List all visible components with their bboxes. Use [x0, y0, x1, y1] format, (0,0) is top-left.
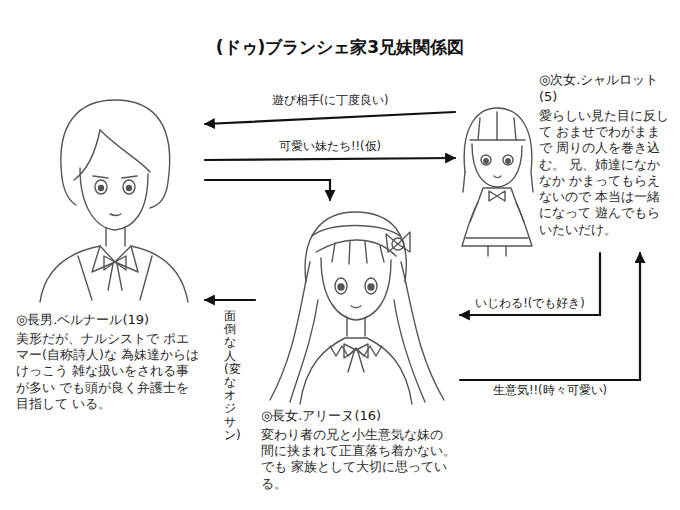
- brother-figure-stroke: [62, 178, 76, 205]
- sister-aline-figure-stroke: [380, 246, 384, 262]
- sister-aline-figure-stroke: [316, 240, 396, 256]
- sister-charlotte-figure-stroke: [472, 144, 522, 187]
- sister-charlotte-figure-stroke: [494, 176, 501, 178]
- relation-arrow: [460, 253, 640, 380]
- character-node: ◎長男.ベルナール(19) 美形だが、ナルシストで ポエマー(自称詩人)な 為妹達…: [10, 90, 205, 416]
- brother-figure-stroke: [92, 246, 138, 272]
- brother-figure-stroke: [110, 214, 121, 216]
- sister-aline-figure-stroke: [401, 262, 444, 400]
- sister-aline-figure-stroke: [368, 284, 374, 290]
- character-name: ◎長女.アリーヌ(16): [261, 408, 456, 425]
- relation-arrow: [205, 299, 255, 301]
- brother-figure-stroke: [80, 168, 148, 230]
- sister-charlotte-figure-stroke: [470, 202, 478, 222]
- sister-charlotte-figure-stroke: [489, 191, 497, 201]
- character-name: ◎長男.ベルナール(19): [16, 312, 201, 329]
- brother-figure-stroke: [61, 100, 170, 208]
- sister-aline-figure: [270, 212, 444, 404]
- character-description: 変わり者の兄と小生意気な妹の 間に挟まれて正直落ち着かない。でも 家族として大切…: [261, 427, 456, 492]
- sister-aline-figure-stroke: [335, 278, 347, 294]
- sister-aline-figure-stroke: [365, 242, 367, 263]
- sister-aline-figure-stroke: [349, 241, 350, 264]
- sister-charlotte-figure-stroke: [496, 112, 497, 140]
- sister-charlotte-figure-stroke: [516, 202, 524, 222]
- brother-figure-stroke: [93, 176, 108, 178]
- brother-figure-stroke: [104, 256, 115, 270]
- sister-aline-figure-stroke: [365, 278, 377, 294]
- brother-figure-stroke: [115, 256, 126, 270]
- relation-label: いじわる!(でも好き): [473, 297, 587, 311]
- sister-aline-figure-stroke: [332, 243, 335, 262]
- character-node: ◎長女.アリーヌ(16) 変わり者の兄と小生意気な妹の 間に挟まれて正直落ち着かな…: [255, 200, 460, 496]
- brother-figure-stroke: [117, 264, 122, 290]
- brother-figure-stroke: [95, 180, 107, 194]
- relation-label: 生意気!!(時々可愛い): [491, 384, 609, 398]
- brother-figure-stroke: [123, 180, 135, 194]
- sister-charlotte-figure-stroke: [478, 118, 480, 140]
- brother-figure-stroke: [108, 264, 113, 290]
- brother-figure-stroke: [78, 256, 92, 300]
- sister-aline-figure-stroke: [344, 344, 356, 358]
- sister-aline-figure-stroke: [270, 262, 310, 400]
- relation-arrow: [205, 112, 455, 124]
- brother-figure-stroke: [99, 186, 104, 191]
- brother-figure-stroke: [40, 246, 188, 302]
- sister-aline-figure-stroke: [338, 284, 344, 290]
- brother-figure-stroke: [140, 256, 152, 300]
- sister-aline-figure-stroke: [321, 258, 391, 320]
- relation-label: 遊び相手(に丁度良い): [270, 94, 391, 108]
- relation-arrow: [205, 180, 330, 200]
- relation-arrow: [205, 158, 455, 160]
- sister-aline-figure-stroke: [356, 344, 368, 358]
- sister-aline-figure-stroke: [346, 318, 347, 336]
- sister-charlotte-figure-stroke: [514, 118, 516, 140]
- character-node: ◎次女.シャルロット(5)愛らしい見た目に反して おませでわがままで 周りの人を…: [455, 68, 673, 253]
- sister-aline-figure-stroke: [300, 338, 412, 404]
- sister-aline-figure-stroke: [330, 346, 382, 356]
- brother-figure-stroke: [100, 130, 150, 172]
- brother-figure: [40, 100, 188, 302]
- sister-charlotte-figure-stroke: [505, 246, 506, 256]
- character-description: 愛らしい見た目に反して おませでわがままで 周りの人を巻き込む。 兄、姉達になか…: [539, 108, 669, 238]
- brother-figure-stroke: [74, 130, 100, 180]
- character-name: ◎次女.シャルロット(5): [539, 72, 669, 106]
- character-description: 美形だが、ナルシストで ポエマー(自称詩人)な 為妹達からはけっこう 雑な扱いを…: [16, 331, 201, 412]
- sister-aline-figure-stroke: [394, 300, 425, 402]
- sister-aline-figure-stroke: [386, 234, 398, 252]
- sister-aline-figure-stroke: [398, 232, 410, 252]
- relation-arrow: [460, 253, 600, 315]
- brother-figure-stroke: [122, 176, 137, 178]
- brother-figure-stroke: [105, 228, 106, 246]
- sister-charlotte-figure-stroke: [487, 246, 488, 256]
- sister-charlotte-figure-stroke: [503, 155, 513, 165]
- diagram-title: (ドゥ)ブランシェ家3兄妹関係図: [0, 36, 680, 59]
- sister-aline-figure-stroke: [348, 352, 354, 372]
- sister-charlotte-figure-stroke: [466, 237, 528, 238]
- sister-charlotte-figure: [462, 108, 533, 256]
- sister-charlotte-figure-stroke: [481, 155, 491, 165]
- sister-aline-figure-stroke: [364, 318, 365, 336]
- sister-charlotte-figure-stroke: [484, 159, 488, 163]
- relation-label: 面倒な人(変なオジサン): [224, 308, 236, 444]
- sister-charlotte-figure-stroke: [464, 108, 533, 192]
- sister-charlotte-figure-stroke: [462, 188, 532, 246]
- brother-figure-stroke: [127, 186, 132, 191]
- sister-charlotte-figure-stroke: [497, 191, 505, 201]
- sister-aline-figure-stroke: [351, 306, 361, 308]
- relation-label: 可愛い妹たち!!(仮): [277, 140, 383, 154]
- sister-charlotte-figure-stroke: [506, 159, 510, 163]
- brother-figure-stroke: [124, 228, 125, 246]
- sister-charlotte-figure-stroke: [463, 172, 465, 192]
- sister-aline-figure-stroke: [358, 352, 364, 372]
